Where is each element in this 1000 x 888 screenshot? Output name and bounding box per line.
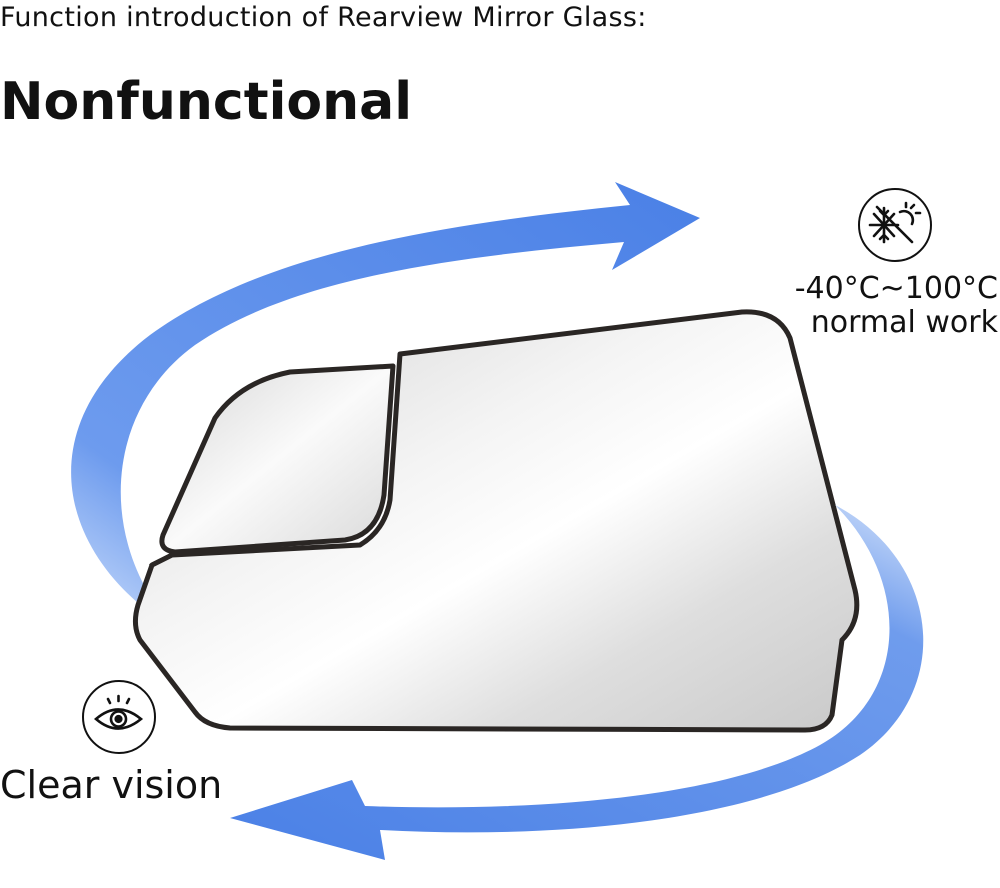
temperature-note: normal work (810, 305, 998, 340)
intro-text: Function introduction of Rearview Mirror… (0, 2, 647, 33)
page-title: Nonfunctional (0, 72, 413, 132)
temperature-feature: -40°C~100°C normal work (768, 272, 998, 340)
mirror-glass (132, 309, 860, 733)
temperature-range: -40°C~100°C (794, 271, 998, 306)
rotation-arrow-top (71, 182, 701, 630)
vision-feature: Clear vision (0, 763, 223, 807)
rotation-arrow-bottom (230, 505, 924, 860)
snowflake-sun-icon (858, 188, 932, 262)
eye-icon (82, 680, 156, 754)
